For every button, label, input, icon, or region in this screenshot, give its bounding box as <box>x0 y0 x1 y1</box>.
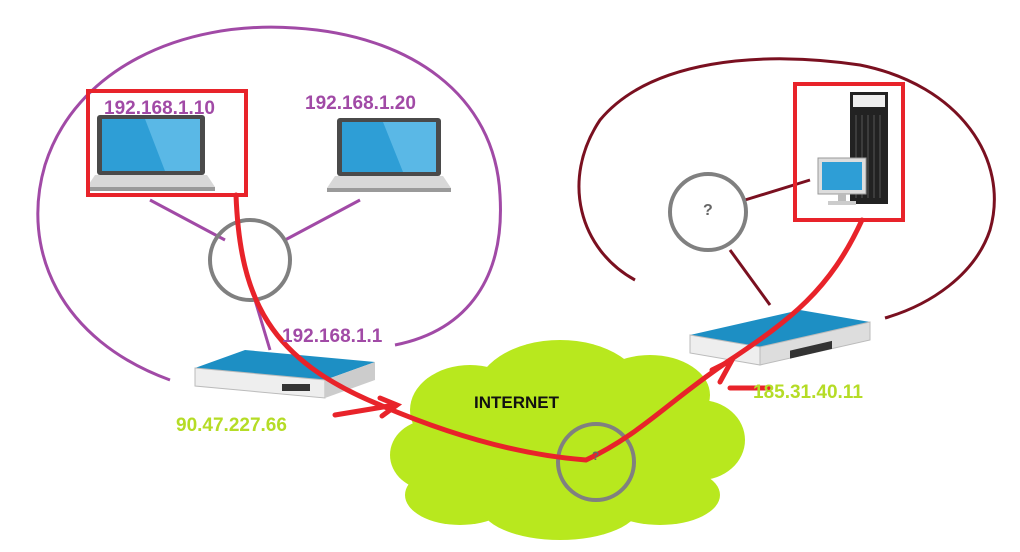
laptop-1-highlight <box>86 89 248 197</box>
laptop-2-ip-label: 192.168.1.20 <box>305 93 416 114</box>
right-lan-links <box>728 178 811 306</box>
internet-hub-icon <box>556 422 636 502</box>
router-icon <box>194 350 375 399</box>
server-group <box>817 92 888 205</box>
right-network-hub-icon <box>668 172 748 252</box>
workstation-icon <box>817 157 867 205</box>
router-icon <box>689 310 871 366</box>
laptop-icon <box>87 115 215 191</box>
router-lan-ip-label: 192.168.1.1 <box>282 326 383 347</box>
laptop-1 <box>87 115 215 191</box>
internet-label: INTERNET <box>474 393 559 412</box>
right-network-boundary <box>577 57 996 320</box>
left-network-boundary <box>36 25 502 382</box>
left-router <box>194 350 375 399</box>
server-highlight <box>793 82 905 222</box>
packet-path-arrowhead <box>709 354 739 385</box>
laptop-2 <box>327 118 451 192</box>
laptop-1-ip-label: 192.168.1.10 <box>104 98 215 119</box>
internet-hub-label: ? <box>592 449 600 463</box>
right-hub-label: ? <box>703 202 713 219</box>
right-router <box>689 310 871 366</box>
right-router-wan-ip-label: 185.31.40.11 <box>753 382 863 403</box>
laptop-icon <box>327 118 451 192</box>
left-network-hub-icon <box>208 218 292 302</box>
packet-path <box>233 192 865 463</box>
left-router-wan-ip-label: 90.47.227.66 <box>176 415 287 436</box>
